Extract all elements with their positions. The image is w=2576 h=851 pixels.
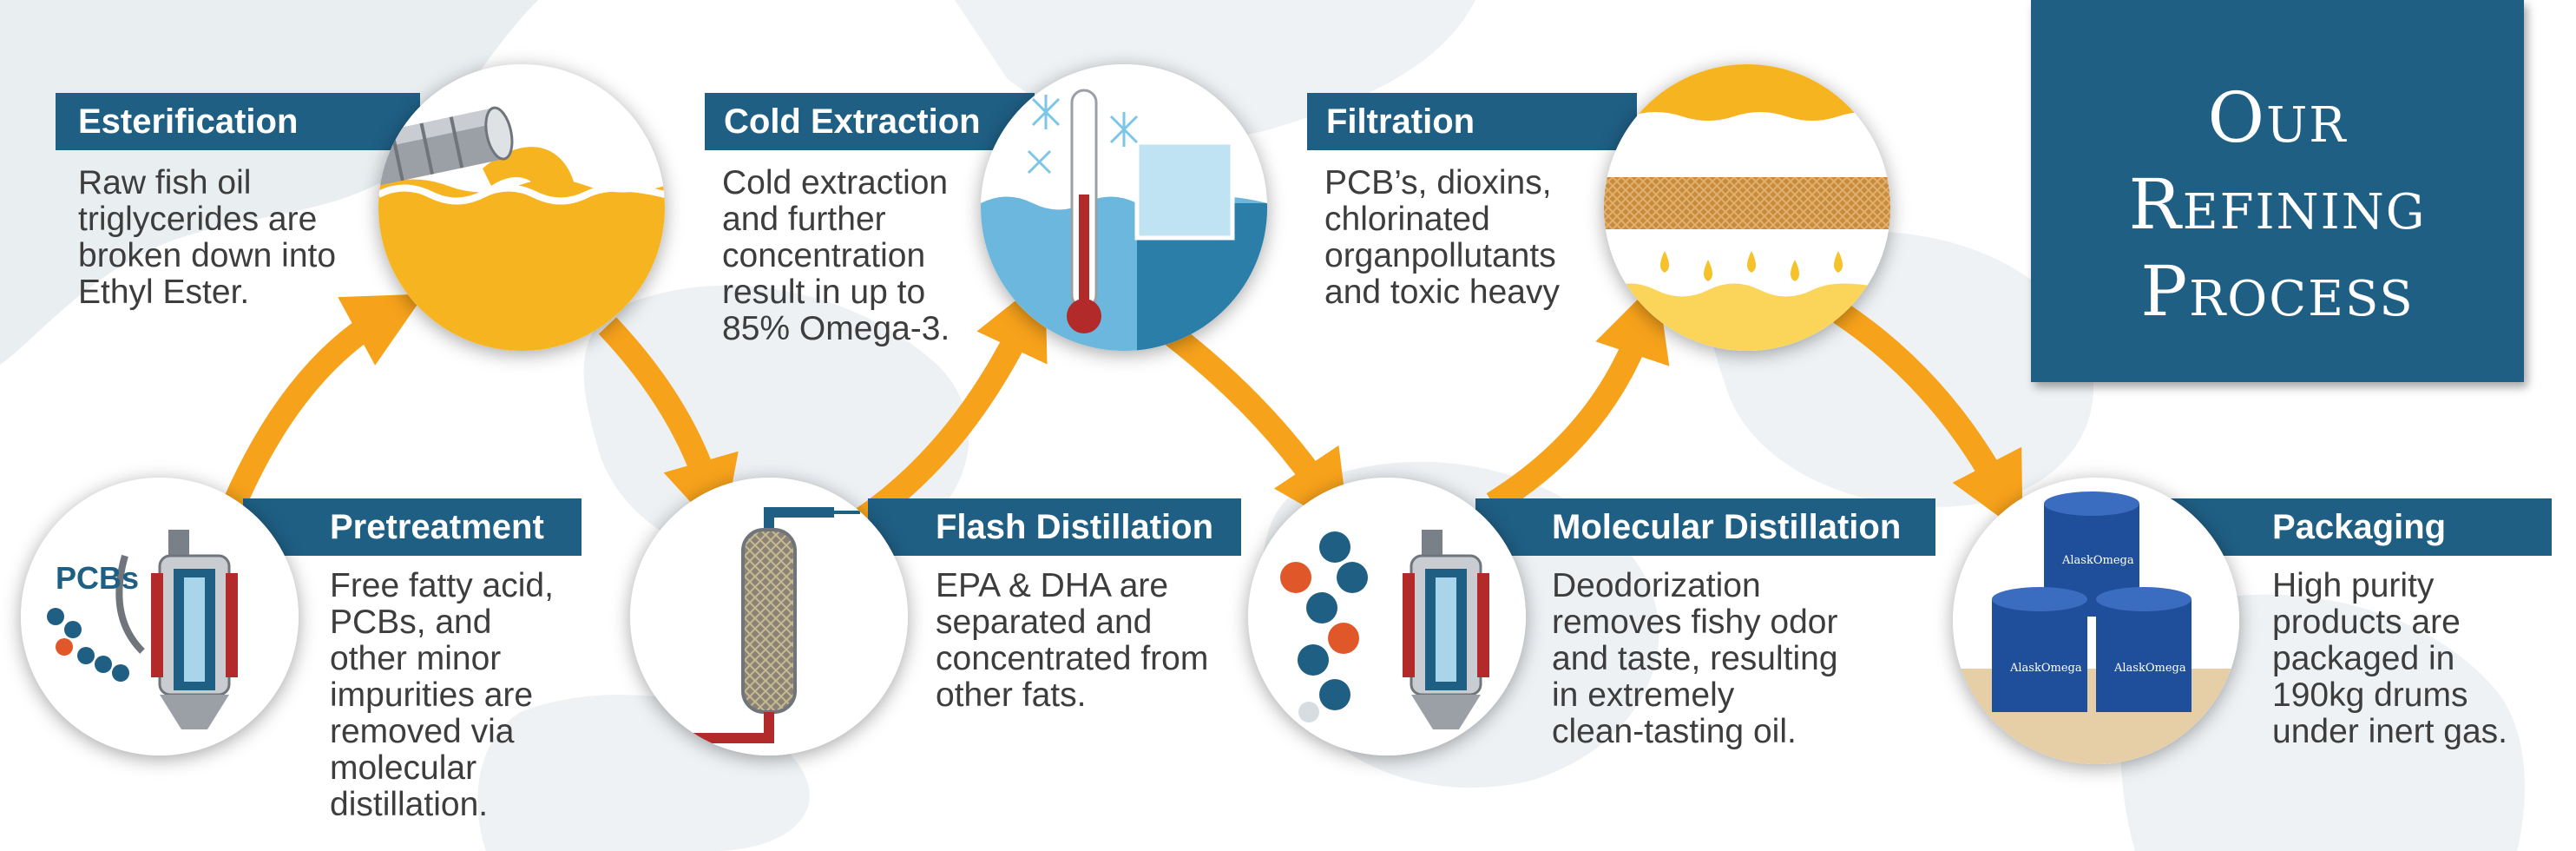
pcbs-label: PCBs	[56, 560, 140, 596]
title-line-3: Process	[2140, 251, 2415, 332]
cold-extraction-circle	[981, 64, 1267, 351]
packaging-text: High purity products are packaged in 190…	[2272, 567, 2508, 750]
esterification-text: Raw fish oil triglycerides are broken do…	[78, 164, 337, 311]
cold-extraction-text: Cold extraction and further concentratio…	[722, 164, 950, 347]
filtration-header: Filtration	[1307, 93, 1637, 150]
molecular-distillation-circle	[1248, 478, 1526, 755]
arrow-pretreatment-esterification	[223, 294, 425, 509]
flash-distillation-header: Flash Distillation	[868, 498, 1241, 556]
filtration-text: PCB’s, dioxins, chlorinated organpolluta…	[1324, 164, 1561, 311]
filter-mesh-icon	[1604, 64, 1890, 351]
filtration-circle	[1604, 64, 1890, 351]
pretreatment-header: Pretreatment	[243, 498, 582, 556]
molecular-distillation-header: Molecular Distillation	[1475, 498, 1935, 556]
arrow-cold-molecular	[1164, 324, 1350, 532]
drum-brand-right: AlaskOmega	[2114, 662, 2186, 675]
reactor-icon	[21, 478, 299, 755]
drum-brand-left: AlaskOmega	[2010, 662, 2082, 675]
title-box: Our Refining Process	[2031, 0, 2524, 382]
cold-extraction-header: Cold Extraction	[705, 93, 1035, 150]
molecule-icon	[1248, 478, 1526, 755]
title-line-2: Refining	[2128, 164, 2427, 245]
arrow-esterification-flash	[598, 317, 739, 538]
flash-distillation-text: EPA & DHA are separated and concentrated…	[936, 567, 1209, 714]
pretreatment-circle: PCBs	[21, 478, 299, 755]
pipe-pour-icon	[378, 64, 665, 351]
thermometer-icon	[981, 64, 1267, 351]
drum-icon	[1953, 478, 2239, 764]
drum-brand-top: AlaskOmega	[2062, 554, 2134, 567]
flash-distillation-circle	[630, 478, 908, 755]
esterification-circle	[378, 64, 665, 351]
molecular-distillation-text: Deodorization removes fishy odor and tas…	[1552, 567, 1838, 750]
pretreatment-text: Free fatty acid, PCBs, and other minor i…	[330, 567, 554, 823]
esterification-header: Esterification	[56, 93, 420, 150]
title-line-1: Our	[2207, 77, 2348, 158]
distillation-column-icon	[630, 478, 908, 755]
packaging-circle: AlaskOmega AlaskOmega AlaskOmega	[1953, 478, 2239, 764]
